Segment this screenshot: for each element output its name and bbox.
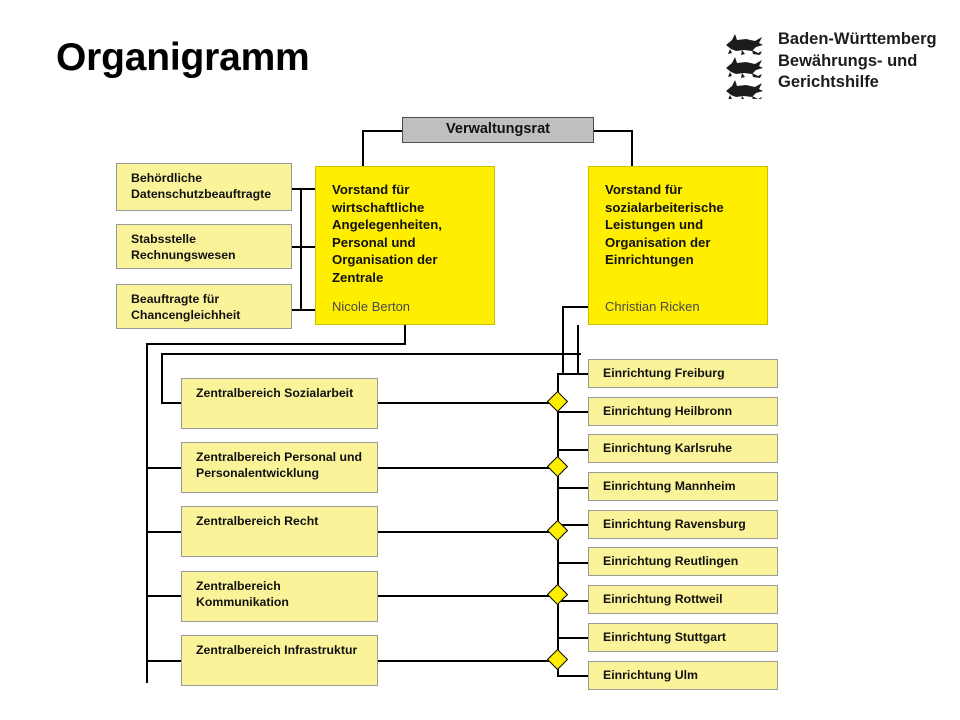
connector-central-trunk bbox=[146, 343, 148, 683]
node-central-unit-1[interactable]: Zentralbereich Sozialarbeit bbox=[181, 378, 378, 429]
node-central-unit-2[interactable]: Zentralbereich Personal und Personalentw… bbox=[181, 442, 378, 493]
connector-facility-stub-2 bbox=[557, 411, 593, 413]
node-label: Stabsstelle Rechnungswesen bbox=[131, 232, 236, 262]
connector-facility-stub-5 bbox=[557, 524, 593, 526]
logo-text-line-3: Gerichtshilfe bbox=[778, 73, 879, 91]
node-label: Verwaltungsrat bbox=[446, 121, 550, 138]
node-staff-unit-3[interactable]: Beauftragte für Chancengleichheit bbox=[116, 284, 292, 329]
node-facility-8[interactable]: Einrichtung Stuttgart bbox=[588, 623, 778, 652]
node-facility-2[interactable]: Einrichtung Heilbronn bbox=[588, 397, 778, 426]
node-facility-5[interactable]: Einrichtung Ravensburg bbox=[588, 510, 778, 539]
connector-central-out-1 bbox=[377, 402, 559, 404]
node-person-name: Christian Ricken bbox=[605, 299, 700, 315]
connector-central-stub-2 bbox=[146, 467, 182, 469]
node-board-left[interactable]: Vorstand für wirtschaftliche Angelegenhe… bbox=[315, 166, 495, 325]
connector-staff-stub-1 bbox=[290, 188, 315, 190]
node-label: Zentralbereich Sozialarbeit bbox=[196, 386, 354, 400]
connector-council-right-v bbox=[631, 130, 633, 166]
connector-central-inner-h bbox=[161, 353, 581, 355]
node-label: Einrichtung Heilbronn bbox=[603, 403, 733, 418]
junction-diamond-5 bbox=[546, 648, 569, 671]
connector-facility-stub-4 bbox=[557, 487, 593, 489]
connector-facility-stub-3 bbox=[557, 449, 593, 451]
node-person-name: Nicole Berton bbox=[332, 299, 411, 315]
connector-central-out-3 bbox=[377, 531, 559, 533]
connector-central-out-5 bbox=[377, 660, 559, 662]
node-facility-7[interactable]: Einrichtung Rottweil bbox=[588, 585, 778, 614]
logo-text: Baden-Württemberg Bewährungs- und Gerich… bbox=[778, 29, 937, 94]
node-facility-9[interactable]: Einrichtung Ulm bbox=[588, 661, 778, 690]
connector-facility-stub-1 bbox=[557, 373, 593, 375]
stand-stamp: Stand: 01.2025 bbox=[930, 600, 946, 710]
node-label: Einrichtung Stuttgart bbox=[603, 629, 726, 644]
connector-facility-stub-6 bbox=[557, 562, 593, 564]
connector-council-right-h bbox=[593, 130, 633, 132]
node-label: Zentralbereich Recht bbox=[196, 514, 319, 528]
node-staff-unit-1[interactable]: Behördliche Datenschutzbeauftragte bbox=[116, 163, 292, 211]
node-board-right[interactable]: Vorstand für sozialarbeiterische Leistun… bbox=[588, 166, 768, 325]
logo-text-line-1: Baden-Württemberg bbox=[778, 30, 937, 48]
three-lions-crest-icon bbox=[722, 29, 766, 99]
node-facility-6[interactable]: Einrichtung Reutlingen bbox=[588, 547, 778, 576]
node-facility-1[interactable]: Einrichtung Freiburg bbox=[588, 359, 778, 388]
connector-facility-stub-9 bbox=[557, 675, 593, 677]
connector-right-board-tie bbox=[562, 306, 590, 308]
connector-central-out-4 bbox=[377, 595, 559, 597]
connector-central-stub-1 bbox=[161, 402, 182, 404]
connector-central-out-2 bbox=[377, 467, 559, 469]
junction-diamond-2 bbox=[546, 455, 569, 478]
node-verwaltungsrat[interactable]: Verwaltungsrat bbox=[402, 117, 594, 143]
connector-central-stub-4 bbox=[146, 595, 182, 597]
connector-council-left-h bbox=[362, 130, 402, 132]
node-label: Einrichtung Freiburg bbox=[603, 365, 725, 380]
node-label: Einrichtung Ulm bbox=[603, 667, 698, 682]
connector-staff-stub-3 bbox=[290, 309, 315, 311]
connector-left-board-drop bbox=[404, 325, 406, 345]
logo-block: Baden-Württemberg Bewährungs- und Gerich… bbox=[722, 29, 937, 99]
connector-right-board-drop-a bbox=[577, 325, 579, 374]
connector-central-stub-5 bbox=[146, 660, 182, 662]
connector-staff-trunk bbox=[300, 188, 302, 310]
node-label: Einrichtung Reutlingen bbox=[603, 553, 739, 568]
node-facility-4[interactable]: Einrichtung Mannheim bbox=[588, 472, 778, 501]
node-label: Zentralbereich Kommunikation bbox=[196, 579, 289, 609]
logo-text-line-2: Bewährungs- und bbox=[778, 51, 918, 70]
node-label: Einrichtung Ravensburg bbox=[603, 516, 746, 531]
node-central-unit-5[interactable]: Zentralbereich Infrastruktur bbox=[181, 635, 378, 686]
junction-diamond-1 bbox=[546, 390, 569, 413]
connector-staff-stub-2 bbox=[290, 246, 315, 248]
connector-facility-stub-8 bbox=[557, 637, 593, 639]
connector-council-left-v bbox=[362, 130, 364, 166]
page-title: Organigramm bbox=[56, 36, 310, 79]
connector-right-board-drop-b bbox=[562, 306, 564, 374]
node-label: Vorstand für wirtschaftliche Angelegenhe… bbox=[332, 182, 442, 285]
node-label: Einrichtung Mannheim bbox=[603, 478, 736, 493]
connector-left-board-bus bbox=[146, 343, 406, 345]
node-label: Zentralbereich Personal und Personalentw… bbox=[196, 450, 363, 480]
node-label: Einrichtung Karlsruhe bbox=[603, 440, 733, 455]
node-staff-unit-2[interactable]: Stabsstelle Rechnungswesen bbox=[116, 224, 292, 269]
node-label: Beauftragte für Chancengleichheit bbox=[131, 292, 241, 322]
connector-central-inner-v bbox=[161, 353, 163, 403]
node-label: Behördliche Datenschutzbeauftragte bbox=[131, 171, 272, 201]
connector-central-stub-3 bbox=[146, 531, 182, 533]
node-facility-3[interactable]: Einrichtung Karlsruhe bbox=[588, 434, 778, 463]
node-central-unit-4[interactable]: Zentralbereich Kommunikation bbox=[181, 571, 378, 622]
node-label: Einrichtung Rottweil bbox=[603, 591, 723, 606]
connector-facility-stub-7 bbox=[557, 600, 593, 602]
node-label: Vorstand für sozialarbeiterische Leistun… bbox=[605, 182, 724, 268]
node-label: Zentralbereich Infrastruktur bbox=[196, 643, 358, 657]
node-central-unit-3[interactable]: Zentralbereich Recht bbox=[181, 506, 378, 557]
